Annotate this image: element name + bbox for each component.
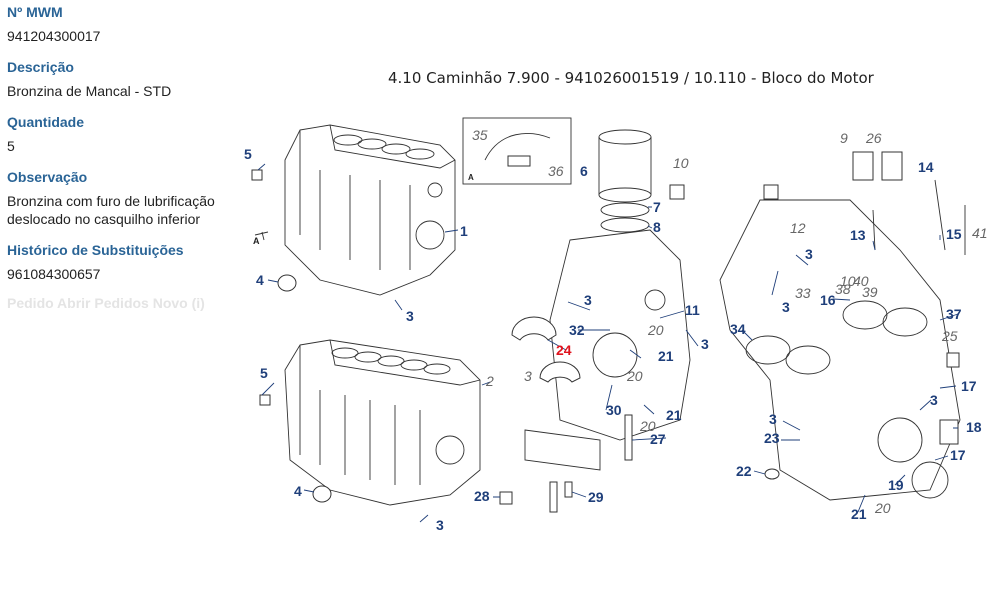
callout-3f[interactable]: 3 (782, 299, 790, 315)
callout-3d[interactable]: 3 (524, 368, 532, 384)
part-4-drawing (277, 274, 297, 292)
callout-29[interactable]: 29 (588, 489, 604, 505)
callout-2[interactable]: 2 (485, 373, 494, 389)
callout-33[interactable]: 33 (795, 285, 811, 301)
callout-22[interactable]: 22 (736, 463, 752, 479)
callout-39[interactable]: 39 (862, 284, 878, 300)
callout-10[interactable]: 10 (673, 155, 689, 171)
callout-21[interactable]: 21 (658, 348, 674, 364)
callout-3b[interactable]: 3 (436, 517, 444, 533)
callout-9[interactable]: 9 (840, 130, 848, 146)
callout-4[interactable]: 4 (256, 272, 264, 288)
callout-20[interactable]: 20 (647, 322, 664, 338)
part-5-drawing (251, 169, 263, 181)
pin-29-drawing (549, 481, 558, 513)
callout-18[interactable]: 18 (966, 419, 982, 435)
pin-29b-drawing (564, 481, 573, 498)
mwm-label: Nº MWM (7, 4, 63, 20)
history-value[interactable]: 961084300657 (7, 266, 101, 282)
callout-23[interactable]: 23 (764, 430, 780, 446)
callout-25[interactable]: 25 (941, 328, 958, 344)
callout-3i[interactable]: 3 (769, 411, 777, 427)
callout-6[interactable]: 6 (580, 163, 588, 179)
bearing-shells-drawing (511, 316, 581, 383)
callout-5[interactable]: 5 (244, 146, 252, 162)
callout-20d[interactable]: 20 (874, 500, 891, 516)
callout-41[interactable]: 41 (972, 225, 988, 241)
engine-block-2-drawing (284, 339, 481, 506)
callout-20c[interactable]: 20 (639, 418, 656, 434)
observation-label: Observação (7, 169, 88, 185)
quantity-value: 5 (7, 138, 15, 154)
crankcase-right-drawing (669, 151, 966, 501)
observation-value: Bronzina com furo de lubrificação desloc… (7, 193, 215, 227)
callout-10b[interactable]: 10 (840, 273, 856, 289)
callout-4b[interactable]: 4 (294, 483, 302, 499)
quantity-label: Quantidade (7, 114, 85, 130)
diagram-title: 4.10 Caminhão 7.900 - 941026001519 / 10.… (388, 69, 874, 87)
callout-17b[interactable]: 17 (950, 447, 966, 463)
callout-11[interactable]: 11 (685, 302, 700, 318)
callout-24-selected[interactable]: 24 (556, 342, 572, 358)
callout-3e[interactable]: 3 (701, 336, 709, 352)
callout-26[interactable]: 26 (865, 130, 882, 146)
callout-8[interactable]: 8 (653, 219, 661, 235)
callout-3c[interactable]: 3 (584, 292, 592, 308)
callout-3g[interactable]: 3 (805, 246, 813, 262)
callout-32[interactable]: 32 (569, 322, 585, 338)
callout-28[interactable]: 28 (474, 488, 490, 504)
description-value: Bronzina de Mancal - STD (7, 83, 172, 99)
callout-40[interactable]: 40 (853, 273, 869, 289)
part-details-panel: Nº MWM 941204300017 Descrição Bronzina d… (7, 4, 247, 311)
description-label: Descrição (7, 59, 74, 75)
faded-link[interactable]: Pedido Abrir Pedidos Novo (i) (7, 295, 205, 311)
crankcase-center-drawing (524, 229, 691, 471)
callout-15[interactable]: 15 (946, 226, 962, 242)
mwm-value: 941204300017 (7, 28, 101, 44)
callout-14[interactable]: 14 (918, 159, 934, 175)
callout-17[interactable]: 17 (961, 378, 977, 394)
svg-text:A: A (468, 173, 474, 182)
callout-13[interactable]: 13 (850, 227, 866, 243)
callout-1[interactable]: 1 (460, 223, 468, 239)
part-28-drawing (499, 491, 513, 505)
callout-20b[interactable]: 20 (626, 368, 643, 384)
part-5b-drawing (259, 394, 271, 406)
bolt-27-drawing (624, 414, 633, 461)
engine-block-1-drawing: A (253, 124, 456, 296)
callout-21c[interactable]: 21 (851, 506, 867, 522)
cylinder-liner-drawing (598, 129, 652, 233)
callout-36[interactable]: 36 (548, 163, 564, 179)
callout-5b[interactable]: 5 (260, 365, 268, 381)
part-4b-drawing (312, 485, 332, 503)
callout-38[interactable]: 38 (835, 281, 851, 297)
callout-3h[interactable]: 3 (930, 392, 938, 408)
callout-16[interactable]: 16 (820, 292, 836, 308)
callout-19[interactable]: 19 (888, 477, 904, 493)
callout-37[interactable]: 37 (946, 306, 962, 322)
history-label: Histórico de Substituições (7, 242, 184, 258)
exploded-view-diagram: A A (244, 117, 988, 533)
callout-3[interactable]: 3 (406, 308, 414, 324)
view-marker-a: A (253, 236, 260, 246)
part-22-drawing (764, 468, 780, 480)
callout-27[interactable]: 27 (650, 431, 666, 447)
callout-12[interactable]: 12 (790, 220, 806, 236)
callout-35[interactable]: 35 (472, 127, 488, 143)
callout-34[interactable]: 34 (730, 321, 746, 337)
sensor-inset-drawing: A (462, 117, 572, 185)
callout-30[interactable]: 30 (606, 402, 622, 418)
callout-7[interactable]: 7 (653, 199, 661, 215)
callout-21b[interactable]: 21 (666, 407, 682, 423)
